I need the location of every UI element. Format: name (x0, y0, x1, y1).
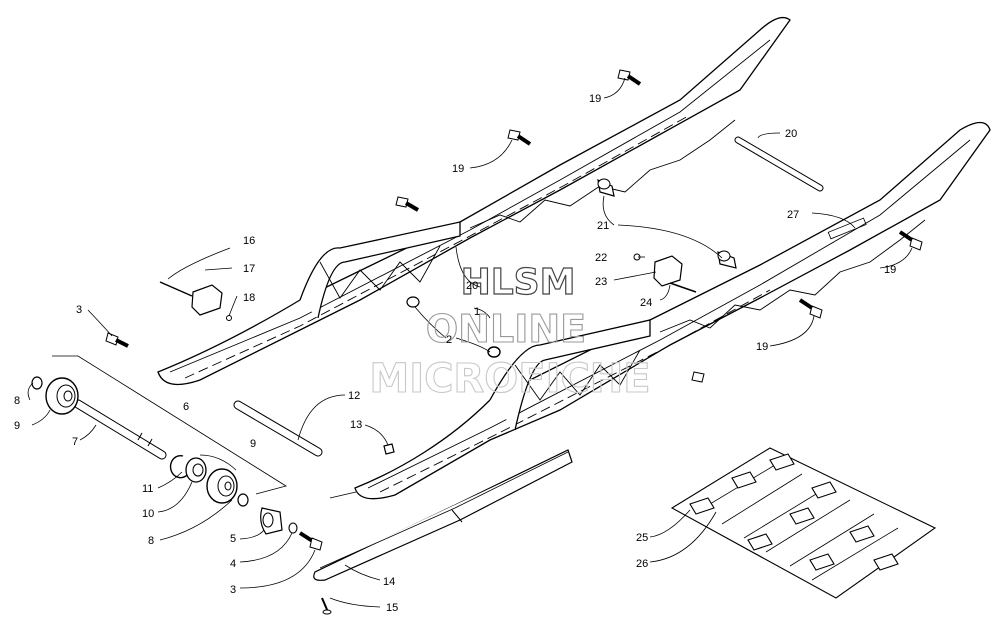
callout-3-upper: 3 (76, 304, 82, 316)
callout-19-c: 19 (884, 264, 896, 276)
ring-8-right (237, 493, 249, 507)
wheel-9-left (45, 377, 79, 415)
axle-12 (233, 400, 323, 457)
screw-15 (321, 597, 332, 615)
bolt-19-b (507, 129, 532, 146)
callout-17: 17 (243, 263, 255, 275)
insert-13 (383, 443, 395, 455)
wheel-9-right (206, 468, 238, 504)
spacer-21-b (717, 250, 737, 269)
callout-2: 2 (446, 334, 452, 346)
cross-shaft-upper (734, 136, 824, 192)
callout-4: 4 (230, 558, 236, 570)
ring-8-left (31, 376, 43, 390)
callout-14: 14 (383, 576, 395, 588)
watermark-line2: ONLINE (426, 307, 586, 351)
watermark-line1: HLSM (461, 262, 576, 303)
bolt-16 (159, 281, 193, 297)
bearing-10 (185, 457, 207, 483)
axle-7 (73, 399, 167, 460)
bolt-3-upper (105, 332, 129, 348)
callout-24: 24 (640, 297, 652, 309)
bolt-19-f (691, 371, 705, 383)
watermark-line3: MICROFICHE (369, 356, 650, 402)
bolt-19-c (395, 196, 420, 212)
callout-9-right: 9 (250, 438, 256, 450)
spacer-5 (260, 507, 283, 535)
callout-5: 5 (230, 533, 236, 545)
block-23 (653, 255, 683, 287)
left-rail (157, 16, 791, 386)
washer-2-b (487, 346, 501, 358)
callout-25: 25 (636, 532, 648, 544)
bolt-3-lower (298, 531, 323, 551)
callout-3-lower: 3 (230, 584, 236, 596)
bolt-19-a (617, 69, 642, 86)
callout-12: 12 (348, 390, 360, 402)
callout-15: 15 (386, 602, 398, 614)
callout-labels: 1 2 3 3 4 5 6 7 8 8 9 9 10 11 12 13 14 1… (14, 93, 896, 614)
callout-16: 16 (243, 235, 255, 247)
right-rail (354, 121, 991, 500)
callout-19-b: 19 (452, 163, 464, 175)
leader-lines (27, 77, 913, 608)
callout-19-a: 19 (589, 93, 601, 105)
callout-20-a: 20 (785, 128, 797, 140)
spacer-21-a (597, 178, 615, 197)
callout-26: 26 (636, 558, 648, 570)
callout-22: 22 (595, 252, 607, 264)
callout-10: 10 (142, 508, 154, 520)
callout-27: 27 (787, 209, 799, 221)
track-clips-25 (670, 447, 937, 599)
watermark: HLSM ONLINE MICROFICHE (369, 261, 651, 402)
bolt-19-e (798, 298, 823, 319)
nut-18 (226, 315, 232, 321)
callout-19-d: 19 (756, 341, 768, 353)
callout-1: 1 (474, 306, 480, 318)
callout-6: 6 (183, 401, 189, 413)
block-17 (191, 284, 223, 316)
callout-11: 11 (142, 483, 153, 495)
washer-4 (288, 522, 298, 534)
bolt-24 (669, 282, 697, 293)
callout-8-left: 8 (14, 395, 20, 407)
bolt-19-d (898, 230, 923, 251)
callout-18: 18 (243, 292, 255, 304)
washer-2-a (406, 296, 420, 308)
callout-21: 21 (597, 220, 609, 232)
callout-7: 7 (72, 436, 78, 448)
callout-8-right: 8 (148, 535, 154, 547)
callout-23: 23 (595, 276, 607, 288)
callout-20-b: 20 (466, 280, 478, 292)
slide-14 (313, 449, 573, 581)
callout-13: 13 (350, 419, 362, 431)
callout-9-left: 9 (14, 420, 20, 432)
ring-11 (169, 454, 189, 479)
